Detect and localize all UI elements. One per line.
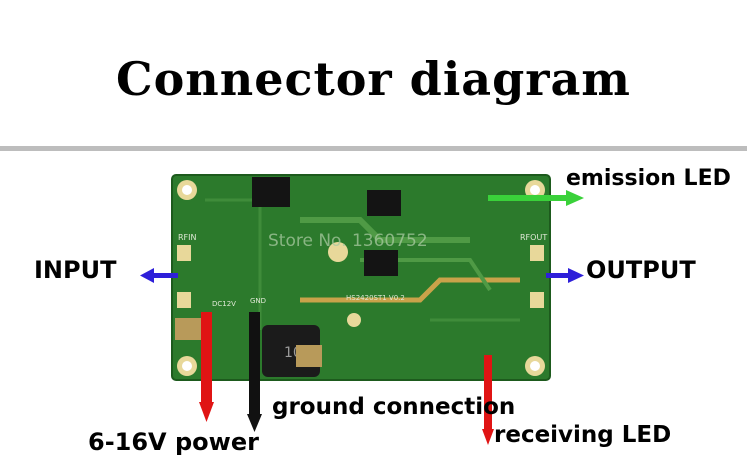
page-title: Connector diagram	[116, 52, 631, 106]
input-arrow	[140, 268, 178, 283]
title-divider	[0, 146, 747, 151]
receiving-led-wire	[482, 355, 494, 445]
ground-connection-label: ground connection	[272, 394, 516, 420]
power-wire	[199, 312, 214, 422]
gnd-label: GND	[250, 297, 266, 305]
emission-led-arrow	[488, 190, 584, 206]
receiving-led-label: receiving LED	[494, 422, 672, 448]
emission-led-label: emission LED	[566, 166, 731, 191]
output-arrow	[546, 268, 584, 283]
ground-wire	[247, 312, 262, 432]
pcb-board: 100 RFIN RFOUT DC12V GND HS2420ST1 V0.2 …	[171, 174, 551, 381]
output-label: OUTPUT	[586, 256, 696, 284]
rfin-label: RFIN	[178, 233, 197, 242]
power-label: 6-16V power	[88, 428, 259, 456]
rfout-label: RFOUT	[520, 233, 547, 242]
input-label: INPUT	[34, 256, 117, 284]
chip-silkscreen-label: HS2420ST1 V0.2	[346, 294, 405, 302]
watermark: Store No. 1360752	[268, 231, 428, 251]
dc-label: DC12V	[212, 300, 236, 308]
